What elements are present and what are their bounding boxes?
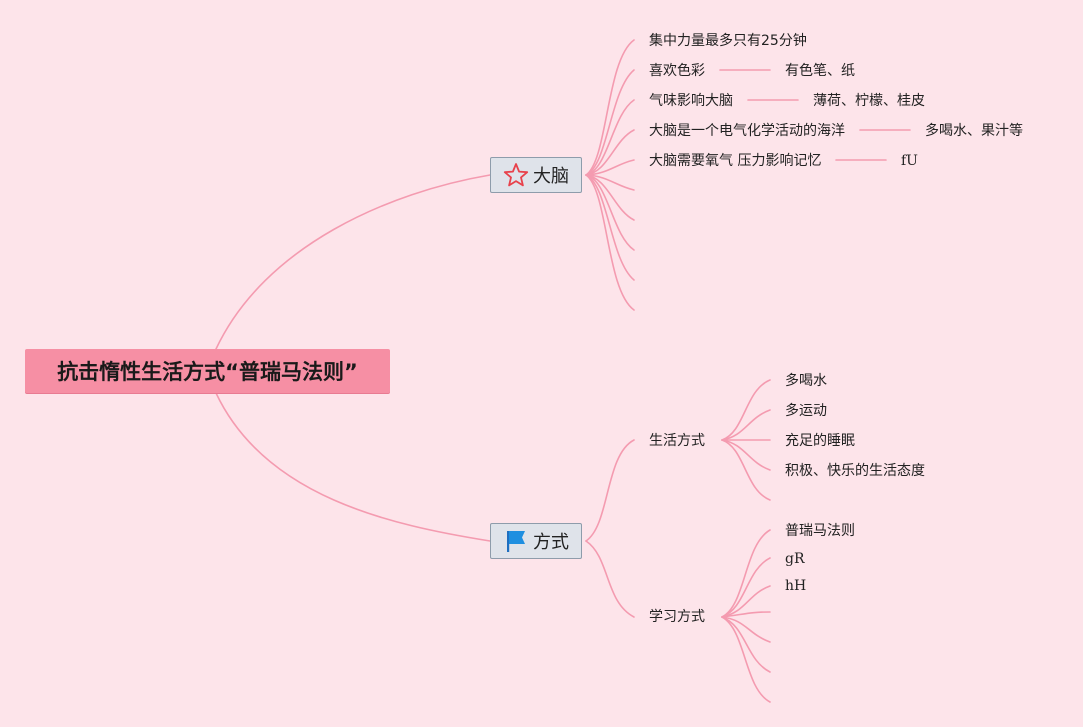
connector-root-brain bbox=[215, 174, 491, 350]
connector-method-lifestyle bbox=[585, 439, 635, 542]
study-item-1[interactable]: 普瑞马法则 bbox=[785, 523, 855, 539]
lifestyle-item-3[interactable]: 充足的睡眠 bbox=[785, 433, 855, 449]
topic-method[interactable]: 方式 bbox=[490, 523, 582, 559]
flag-icon bbox=[503, 528, 529, 554]
connector-brain-2 bbox=[585, 69, 635, 176]
connector-brain-5 bbox=[585, 159, 635, 176]
brain-item-3-detail[interactable]: 薄荷、柠檬、桂皮 bbox=[813, 93, 925, 109]
connector-brain-10 bbox=[585, 174, 635, 311]
topic-method-label: 方式 bbox=[533, 532, 569, 553]
connector-study-5 bbox=[721, 616, 771, 643]
brain-item-2[interactable]: 喜欢色彩 bbox=[649, 63, 705, 79]
connector-brain-3 bbox=[585, 99, 635, 176]
connector-life-5 bbox=[721, 439, 771, 501]
brain-item-2-detail[interactable]: 有色笔、纸 bbox=[785, 63, 855, 79]
lifestyle-item-4[interactable]: 积极、快乐的生活态度 bbox=[785, 463, 925, 479]
method-study[interactable]: 学习方式 bbox=[649, 609, 705, 625]
connector-study-2 bbox=[721, 557, 771, 618]
connector-life-1 bbox=[721, 379, 771, 441]
topic-brain[interactable]: 大脑 bbox=[490, 157, 582, 193]
connector-study-3 bbox=[721, 585, 771, 618]
method-lifestyle[interactable]: 生活方式 bbox=[649, 433, 705, 449]
brain-item-4-detail[interactable]: 多喝水、果汁等 bbox=[925, 123, 1023, 139]
topic-brain-label: 大脑 bbox=[533, 166, 569, 187]
connector-brain-1 bbox=[585, 39, 635, 176]
connector-brain-4 bbox=[585, 129, 635, 176]
connector-study-7 bbox=[721, 616, 771, 703]
lifestyle-item-1[interactable]: 多喝水 bbox=[785, 373, 827, 389]
star-icon bbox=[503, 162, 529, 188]
connector-brain-8 bbox=[585, 174, 635, 251]
root-topic[interactable]: 抗击惰性生活方式“普瑞马法则” bbox=[25, 349, 390, 393]
lifestyle-item-2[interactable]: 多运动 bbox=[785, 403, 827, 419]
connector-root-method bbox=[215, 392, 491, 542]
connector-study-6 bbox=[721, 616, 771, 673]
brain-item-1[interactable]: 集中力量最多只有25分钟 bbox=[649, 33, 807, 49]
root-title: 抗击惰性生活方式“普瑞马法则” bbox=[57, 360, 358, 384]
brain-item-3[interactable]: 气味影响大脑 bbox=[649, 93, 733, 109]
connector-brain-9 bbox=[585, 174, 635, 281]
connector-life-4 bbox=[721, 439, 771, 471]
study-item-3[interactable]: hH bbox=[785, 578, 807, 594]
connector-life-2 bbox=[721, 409, 771, 441]
brain-item-4[interactable]: 大脑是一个电气化学活动的海洋 bbox=[649, 123, 845, 139]
brain-item-5[interactable]: 大脑需要氧气 压力影响记忆 bbox=[649, 153, 822, 169]
connector-method-study bbox=[585, 540, 635, 618]
brain-item-5-detail[interactable]: fU bbox=[901, 153, 918, 169]
connector-study-1 bbox=[721, 529, 771, 618]
study-item-2[interactable]: gR bbox=[785, 551, 805, 567]
connector-study-4 bbox=[721, 611, 771, 618]
